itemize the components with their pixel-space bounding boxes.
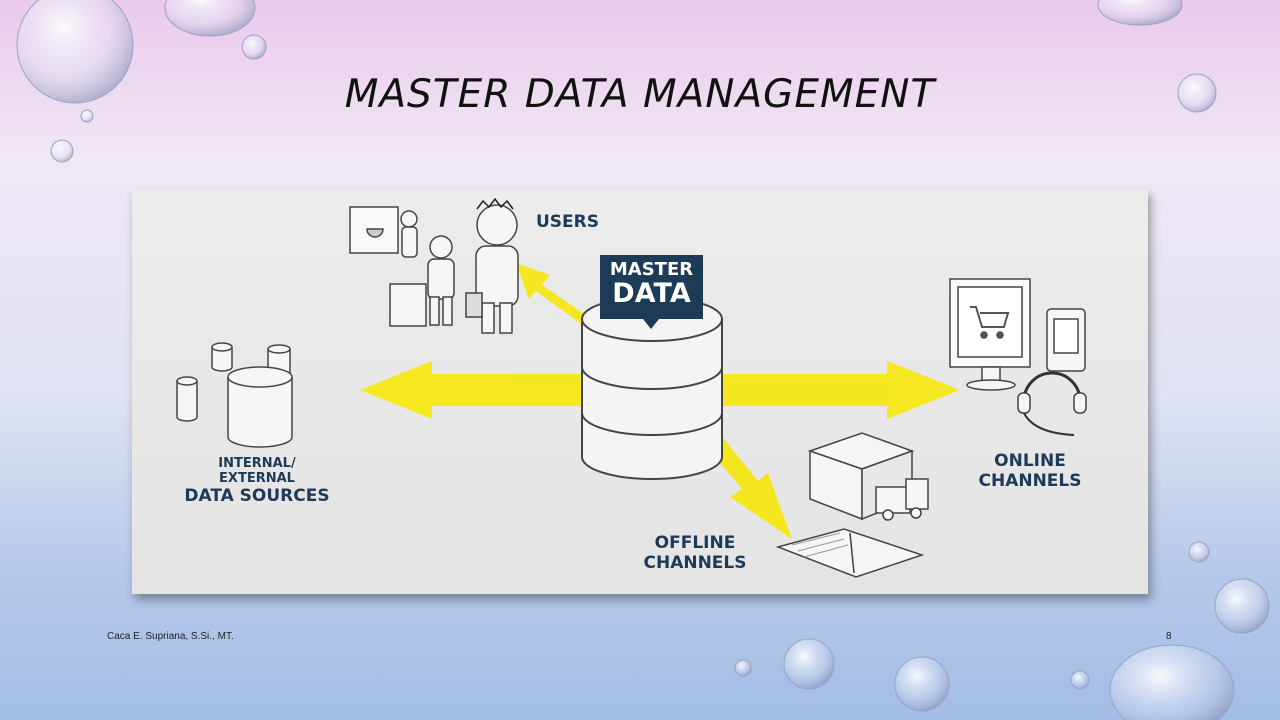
online-channels-line2: CHANNELS	[978, 470, 1082, 491]
slide-title: MASTER DATA MANAGEMENT	[344, 72, 936, 117]
diagram-canvas	[176, 197, 1087, 578]
master-data-tag-line1: MASTER	[609, 259, 694, 280]
footer-author: Caca E. Supriana, S.Si., MT.	[107, 631, 234, 642]
slide-page-number: 8	[1166, 631, 1172, 642]
master-data-diagram: MASTER DATA USERS INTERNAL/ EXTERNAL DAT…	[132, 189, 1148, 594]
users-label: USERS	[536, 212, 599, 232]
master-data-tag-label: MASTER DATA	[600, 259, 703, 309]
master-data-tag	[600, 255, 703, 329]
online-channels-label: ONLINE CHANNELS	[970, 451, 1090, 491]
online-channels-line1: ONLINE	[994, 451, 1066, 471]
offline-channels-line1: OFFLINE	[654, 533, 736, 553]
arrow-to-data-sources	[360, 361, 592, 419]
offline-channels-icon	[775, 432, 929, 578]
master-data-tag-line2: DATA	[612, 277, 691, 309]
arrow-to-online-channels	[722, 361, 960, 419]
data-sources-line3: DATA SOURCES	[184, 485, 330, 506]
data-sources-line1: INTERNAL/	[218, 456, 296, 471]
online-channels-icon	[949, 278, 1087, 436]
offline-channels-label: OFFLINE CHANNELS	[640, 533, 750, 573]
data-sources-line2: EXTERNAL	[219, 470, 295, 486]
data-sources-icon	[176, 342, 293, 448]
offline-channels-line2: CHANNELS	[643, 552, 747, 573]
data-sources-label: INTERNAL/ EXTERNAL DATA SOURCES	[182, 456, 332, 506]
users-icon	[349, 197, 519, 334]
